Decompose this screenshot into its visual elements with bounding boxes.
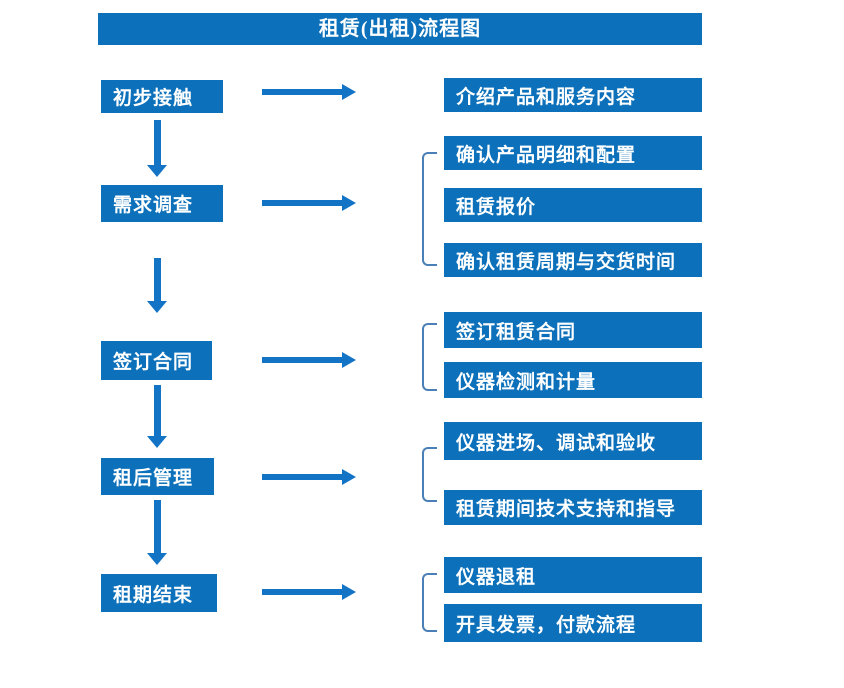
output-box-rental-quote: 租赁报价 <box>444 188 702 222</box>
arrow-stem <box>154 500 161 554</box>
arrow-stem <box>154 120 161 166</box>
output-box-introduce-products: 介绍产品和服务内容 <box>444 78 702 112</box>
arrow-stem <box>154 258 161 302</box>
group-bracket <box>422 152 437 266</box>
arrow-stem <box>262 200 342 206</box>
output-box-sign-rental-contract: 签订租赁合同 <box>444 312 702 348</box>
step-box-rental-end: 租期结束 <box>101 574 217 612</box>
arrow-head <box>147 553 167 565</box>
down-arrow-icon <box>147 258 168 313</box>
arrow-head <box>342 352 356 368</box>
arrow-head <box>342 469 356 485</box>
arrow-head <box>147 301 167 313</box>
flowchart-title: 租赁(出租)流程图 <box>98 13 702 45</box>
arrow-head <box>147 436 167 448</box>
arrow-head <box>342 84 356 100</box>
output-box-instrument-setup: 仪器进场、调试和验收 <box>444 422 702 460</box>
arrow-head <box>147 165 167 177</box>
output-box-confirm-product-details: 确认产品明细和配置 <box>444 136 702 170</box>
arrow-stem <box>262 357 342 363</box>
arrow-stem <box>262 89 342 95</box>
step-box-post-rental-management: 租后管理 <box>101 458 214 495</box>
right-arrow-icon <box>262 84 356 100</box>
group-bracket <box>422 323 437 391</box>
step-box-sign-contract: 签订合同 <box>101 341 212 380</box>
down-arrow-icon <box>147 385 168 448</box>
right-arrow-icon <box>262 469 356 485</box>
step-box-initial-contact: 初步接触 <box>101 80 223 113</box>
output-box-confirm-rental-period: 确认租赁周期与交货时间 <box>444 243 702 277</box>
down-arrow-icon <box>147 120 168 177</box>
arrow-stem <box>262 474 342 480</box>
right-arrow-icon <box>262 584 356 600</box>
output-box-instrument-return: 仪器退租 <box>444 557 702 593</box>
group-bracket <box>422 447 437 502</box>
arrow-head <box>342 195 356 211</box>
arrow-stem <box>262 589 342 595</box>
down-arrow-icon <box>147 500 168 565</box>
right-arrow-icon <box>262 195 356 211</box>
output-box-instrument-inspection: 仪器检测和计量 <box>444 362 702 398</box>
arrow-head <box>342 584 356 600</box>
output-box-invoice-payment: 开具发票，付款流程 <box>444 604 702 642</box>
right-arrow-icon <box>262 352 356 368</box>
arrow-stem <box>154 385 161 437</box>
step-box-demand-survey: 需求调查 <box>101 185 223 222</box>
group-bracket <box>422 573 437 632</box>
output-box-technical-support: 租赁期间技术支持和指导 <box>444 490 702 525</box>
